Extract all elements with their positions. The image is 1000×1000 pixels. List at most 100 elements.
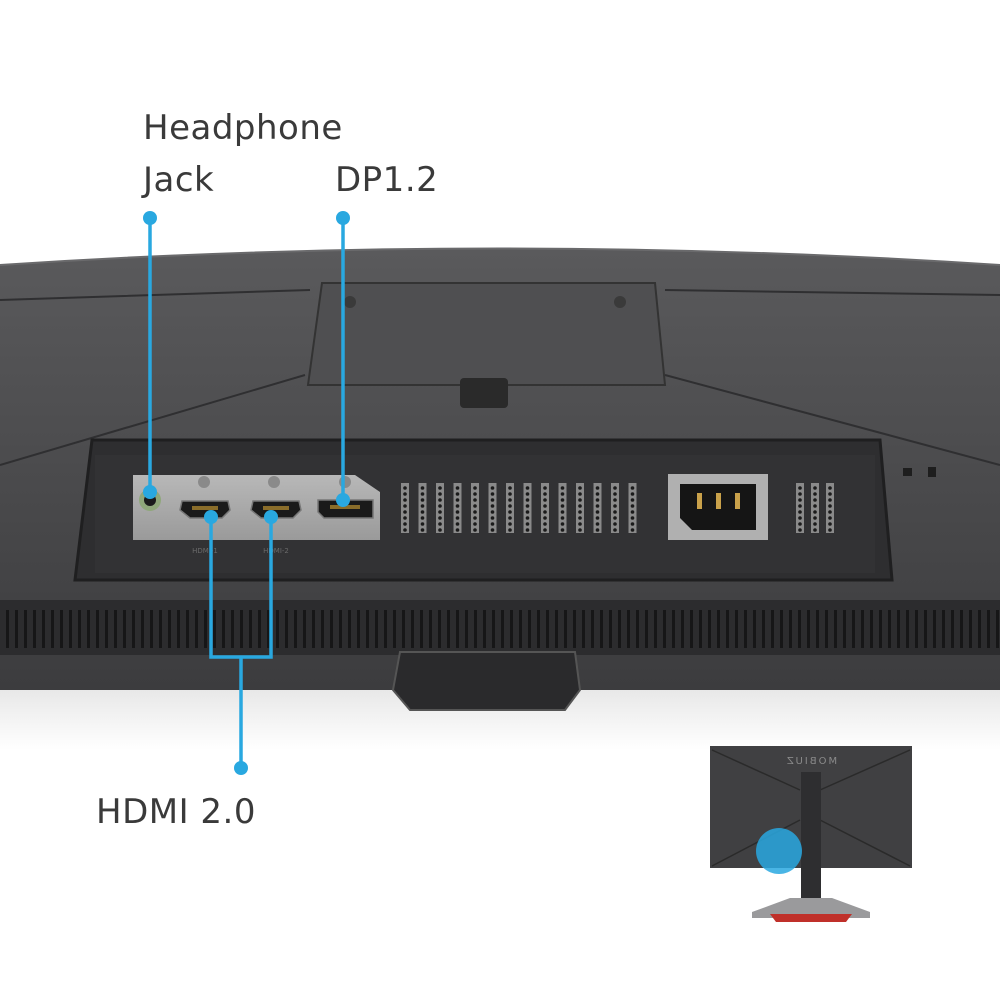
headphone-port-dot (143, 485, 157, 499)
vent-slot (429, 610, 432, 648)
vent-slot (699, 610, 702, 648)
vent-slot (114, 610, 117, 648)
vent-slot (51, 610, 54, 648)
vent-slot (807, 610, 810, 648)
vent-slot (186, 610, 189, 648)
vent-column (418, 483, 427, 533)
vent-slot (303, 610, 306, 648)
vent-column (488, 483, 497, 533)
vent-column (628, 483, 637, 533)
vent-slot (816, 610, 819, 648)
vent-slot (42, 610, 45, 648)
vent-slot (798, 610, 801, 648)
vent-slot (573, 610, 576, 648)
stand-latch (460, 378, 508, 408)
vent-slot (537, 610, 540, 648)
headphone-jack-label: Headphone Jack (143, 102, 343, 206)
vent-slot (6, 610, 9, 648)
vent-slot (717, 610, 720, 648)
screw-icon (344, 296, 356, 308)
vent-column (558, 483, 567, 533)
vent-slot (123, 610, 126, 648)
vent-slot (474, 610, 477, 648)
hdmi-bottom-dot (234, 761, 248, 775)
vent-slot (222, 610, 225, 648)
hdmi-1-label: HDMI-1 (192, 547, 218, 555)
vent-slot (645, 610, 648, 648)
vent-slot (627, 610, 630, 648)
vent-slot (996, 610, 999, 648)
vent-slot (978, 610, 981, 648)
vent-slot (24, 610, 27, 648)
vent-column (453, 483, 462, 533)
vent-slot (735, 610, 738, 648)
screw-icon (614, 296, 626, 308)
vent-slot (897, 610, 900, 648)
vesa-mount-recess (306, 282, 667, 386)
vent-slot (258, 610, 261, 648)
vent-slot (240, 610, 243, 648)
vent-slot (600, 610, 603, 648)
vent-slot (348, 610, 351, 648)
vent-slot (177, 610, 180, 648)
vent-slot (762, 610, 765, 648)
vent-slot (609, 610, 612, 648)
vent-slot (888, 610, 891, 648)
vent-column (611, 483, 619, 533)
dp-port-dot (336, 493, 350, 507)
vent-slot (159, 610, 162, 648)
vent-slot (987, 610, 990, 648)
vent-slot (951, 610, 954, 648)
vent-slot (555, 610, 558, 648)
vent-slot (447, 610, 450, 648)
vent-slot (249, 610, 252, 648)
vent-slot (402, 610, 405, 648)
vent-slot (654, 610, 657, 648)
vent-column (541, 483, 549, 533)
vent-column (593, 483, 602, 533)
vent-slot (267, 610, 270, 648)
vent-slot (771, 610, 774, 648)
vent-slot (843, 610, 846, 648)
hdmi-label: HDMI 2.0 (96, 792, 256, 832)
bay-vents (401, 483, 834, 533)
vent-slot (546, 610, 549, 648)
vent-slot (285, 610, 288, 648)
vent-slot (339, 610, 342, 648)
vent-slot (60, 610, 63, 648)
vent-slot (312, 610, 315, 648)
vent-slot (501, 610, 504, 648)
vent-slot (960, 610, 963, 648)
vent-slot (276, 610, 279, 648)
vent-slot (906, 610, 909, 648)
dp-label: DP1.2 (335, 160, 439, 200)
vent-slot (213, 610, 216, 648)
vent-slot (690, 610, 693, 648)
vent-slot (195, 610, 198, 648)
vent-slot (708, 610, 711, 648)
dp-top-dot (336, 211, 350, 225)
vent-slot (870, 610, 873, 648)
vent-column (796, 483, 804, 533)
vent-slot (33, 610, 36, 648)
vent-slot (141, 610, 144, 648)
vent-slot (969, 610, 972, 648)
vent-slot (78, 610, 81, 648)
vent-slot (438, 610, 441, 648)
bottom-vent-strip (0, 600, 1000, 655)
callout-dots (143, 211, 350, 775)
vent-slot (834, 610, 837, 648)
vent-slot (411, 610, 414, 648)
vent-slot (366, 610, 369, 648)
vent-slot (168, 610, 171, 648)
inset-monitor-thumbnail: MOBIUZ (710, 746, 912, 922)
vent-slot (357, 610, 360, 648)
vent-column (506, 483, 514, 533)
vent-slot (15, 610, 18, 648)
highlight-marker (756, 828, 802, 874)
vent-slot (618, 610, 621, 648)
vent-slot (69, 610, 72, 648)
vent-slot (150, 610, 153, 648)
vent-slot (825, 610, 828, 648)
